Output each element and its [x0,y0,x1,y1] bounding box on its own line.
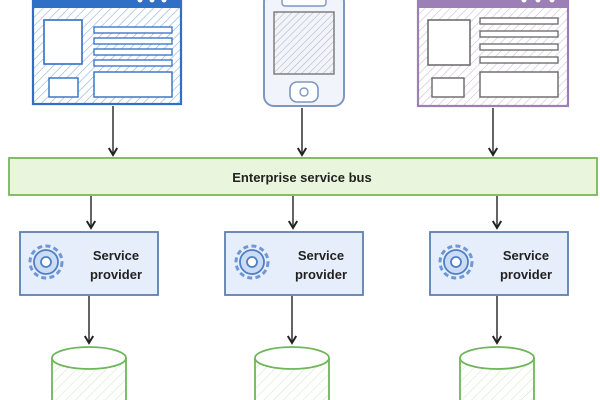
window-controls-icon [136,0,168,4]
provider-label-line2: provider [90,267,142,282]
bus-label: Enterprise service bus [232,170,371,185]
enterprise-service-bus: Enterprise service bus [8,157,598,196]
database-icon [51,346,127,400]
client-web-app-1 [31,0,183,106]
gear-icon [438,244,474,280]
window-controls-icon [520,0,556,4]
service-provider-3: Service provider [429,231,569,296]
service-provider-2: Service provider [224,231,364,296]
client-mobile-app [263,0,345,107]
provider-label-line2: provider [500,267,552,282]
provider-label-line1: Service [298,248,344,263]
database-icon [459,346,535,400]
client-web-app-2 [416,0,570,108]
service-provider-1: Service provider [19,231,159,296]
database-icon [254,346,330,400]
provider-label-line1: Service [503,248,549,263]
provider-label-line2: provider [295,267,347,282]
gear-icon [234,244,270,280]
provider-label-line1: Service [93,248,139,263]
gear-icon [28,244,64,280]
